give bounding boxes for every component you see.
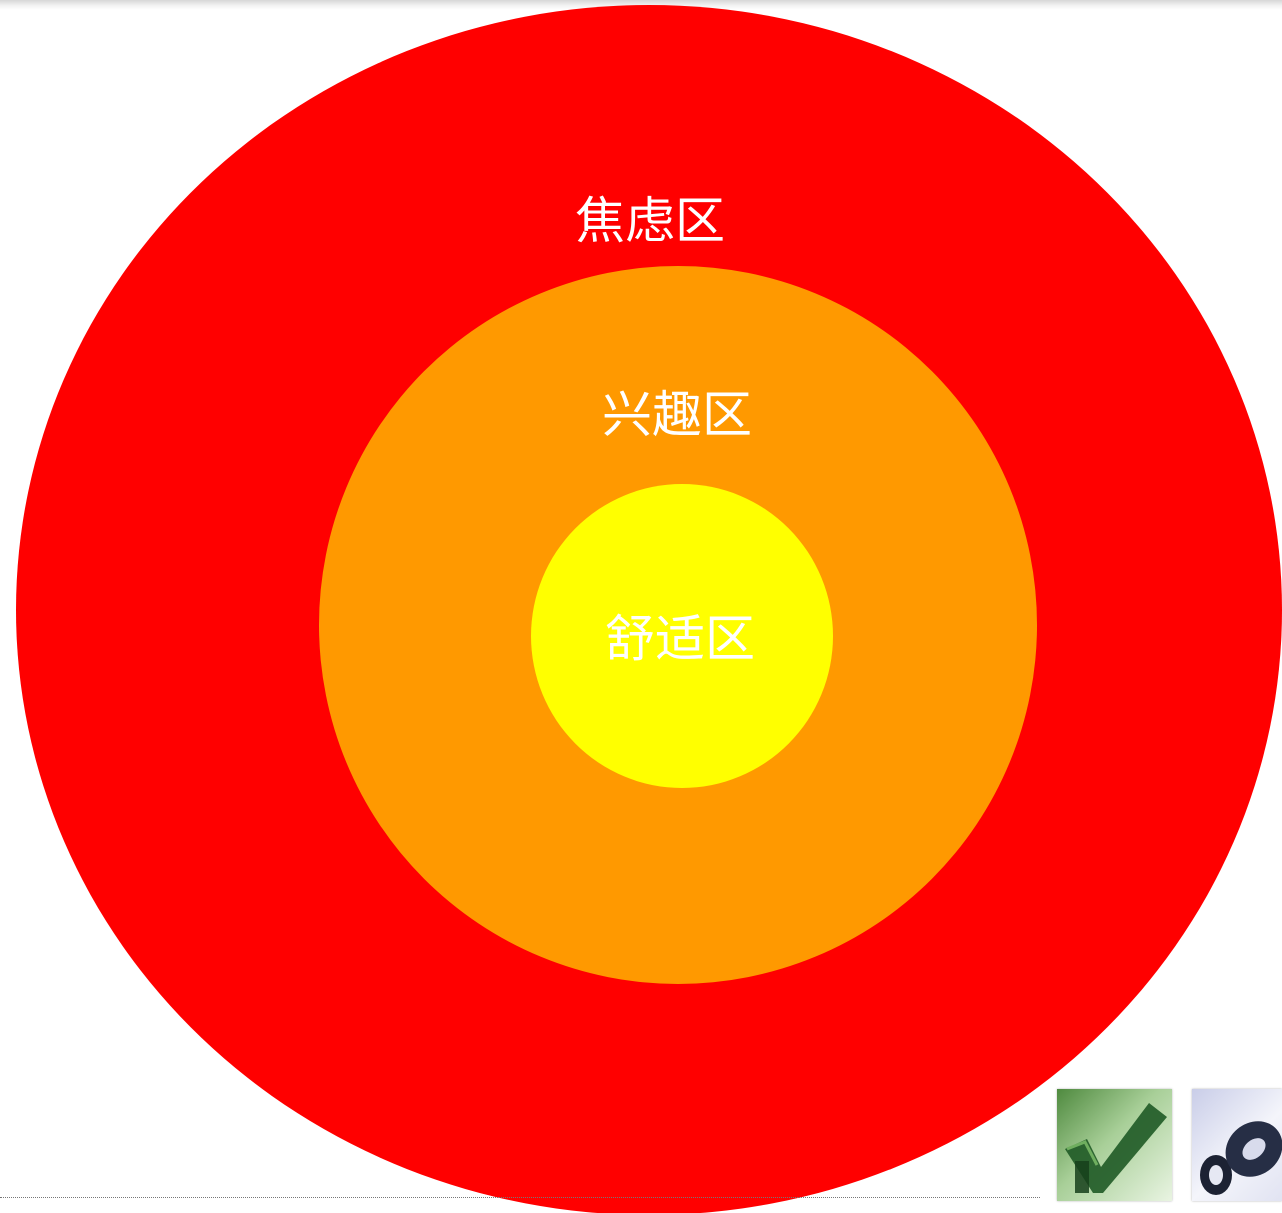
chain-link-icon bbox=[1200, 1121, 1282, 1195]
comfort-zone-label: 舒适区 bbox=[605, 610, 755, 668]
checkmark-thumbnail[interactable] bbox=[1057, 1089, 1172, 1201]
checkmark-icon bbox=[1065, 1103, 1167, 1193]
chain-link-thumbnail[interactable] bbox=[1192, 1089, 1282, 1201]
comfort-zone-circle bbox=[531, 484, 833, 788]
top-border bbox=[0, 0, 1282, 10]
interest-zone-label: 兴趣区 bbox=[602, 386, 752, 444]
footer-dotted-line bbox=[0, 1197, 1040, 1198]
anxiety-zone-label: 焦虑区 bbox=[575, 192, 725, 250]
